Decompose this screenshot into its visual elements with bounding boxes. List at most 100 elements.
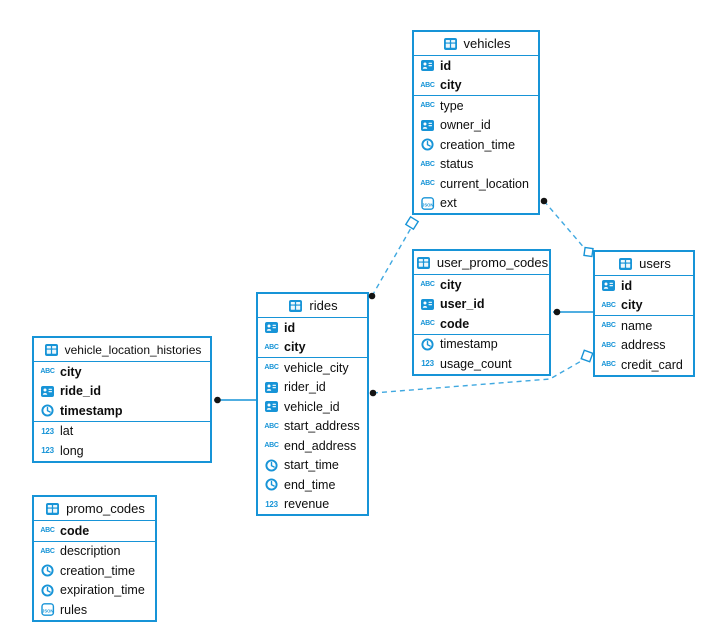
table-header[interactable]: vehicle_location_histories [34, 338, 210, 362]
json-icon: JSON [39, 603, 56, 617]
endpoint-dot [214, 396, 221, 404]
relationship-rides-vehicles[interactable] [371, 227, 412, 297]
column-name: vehicle_id [284, 399, 340, 414]
key-separator [34, 420, 210, 422]
text-type-icon: ABC [264, 364, 279, 372]
time-icon [39, 584, 56, 597]
text-type-icon: ABC [40, 547, 55, 555]
column-name: city [440, 78, 462, 93]
column-name: creation_time [60, 563, 136, 578]
table-icon [44, 503, 61, 515]
column-row[interactable]: ABC description [34, 542, 155, 562]
column-row[interactable]: ABC end_address [258, 436, 367, 456]
column-row[interactable]: vehicle_id [258, 397, 367, 417]
text-type-icon: ABC [601, 322, 616, 330]
table-header[interactable]: vehicles [414, 32, 538, 56]
time-icon [263, 459, 280, 472]
column-row[interactable]: ABC city [595, 296, 693, 316]
column-row[interactable]: id [414, 56, 538, 76]
text-type-icon: ABC [420, 102, 435, 110]
key-separator [258, 357, 367, 358]
endpoint-dot [540, 197, 548, 205]
column-row[interactable]: ABC city [258, 338, 367, 358]
table-header[interactable]: promo_codes [34, 497, 155, 521]
column-row[interactable]: id [258, 318, 367, 338]
key-separator [34, 540, 155, 542]
column-name: code [60, 523, 90, 538]
column-row[interactable]: ABC name [595, 316, 693, 336]
relationship-vehicles-users[interactable] [543, 200, 587, 251]
column-row[interactable]: end_time [258, 475, 367, 495]
table-header[interactable]: user_promo_codes [414, 251, 549, 275]
id-icon [419, 299, 436, 310]
column-row[interactable]: ABC current_location [414, 174, 538, 194]
table-icon [43, 344, 60, 356]
table-user-promo-codes[interactable]: user_promo_codes ABC city user_id ABC co… [412, 249, 551, 376]
column-row[interactable]: ABC credit_card [595, 355, 693, 375]
column-name: timestamp [440, 337, 498, 352]
endpoint-square [583, 246, 594, 258]
text-type-icon: ABC [264, 343, 279, 351]
id-icon [39, 386, 56, 397]
endpoint-dot [553, 308, 561, 316]
time-icon [419, 338, 436, 351]
column-row[interactable]: ABC code [414, 314, 549, 334]
column-row[interactable]: creation_time [414, 135, 538, 155]
column-row[interactable]: JSON rules [34, 600, 155, 620]
svg-text:JSON: JSON [421, 202, 432, 207]
number-type-icon: 123 [41, 426, 54, 436]
column-row[interactable]: user_id [414, 295, 549, 315]
table-vehicles[interactable]: vehicles id ABC city ABC type owner_id c… [412, 30, 540, 215]
column-row[interactable]: ABC code [34, 521, 155, 541]
time-icon [419, 138, 436, 151]
column-row[interactable]: id [595, 276, 693, 296]
column-row[interactable]: 123 usage_count [414, 354, 549, 374]
svg-text:JSON: JSON [41, 609, 52, 614]
table-header[interactable]: users [595, 252, 693, 276]
text-type-icon: ABC [420, 320, 435, 328]
key-separator [414, 333, 549, 335]
column-name: city [440, 277, 462, 292]
column-row[interactable]: rider_id [258, 378, 367, 398]
column-row[interactable]: creation_time [34, 561, 155, 581]
column-name: expiration_time [60, 583, 145, 598]
column-name: name [621, 318, 653, 333]
table-header[interactable]: rides [258, 294, 367, 318]
table-promo-codes[interactable]: promo_codes ABC code ABC description cre… [32, 495, 157, 622]
column-name: revenue [284, 497, 330, 512]
column-row[interactable]: ABC start_address [258, 417, 367, 437]
column-row[interactable]: ABC type [414, 96, 538, 116]
column-name: user_id [440, 297, 485, 312]
column-row[interactable]: timestamp [34, 401, 210, 421]
column-name: id [284, 320, 296, 335]
column-name: timestamp [60, 403, 123, 418]
column-name: city [621, 298, 643, 313]
column-row[interactable]: JSON ext [414, 194, 538, 214]
column-row[interactable]: owner_id [414, 116, 538, 136]
column-row[interactable]: ABC city [414, 76, 538, 96]
column-row[interactable]: 123 revenue [258, 495, 367, 515]
column-row[interactable]: ABC city [414, 275, 549, 295]
column-row[interactable]: 123 long [34, 441, 210, 461]
column-row[interactable]: expiration_time [34, 581, 155, 601]
id-icon [263, 382, 280, 393]
column-row[interactable]: ABC vehicle_city [258, 358, 367, 378]
column-name: current_location [440, 176, 529, 191]
column-name: long [60, 443, 84, 458]
text-type-icon: ABC [420, 81, 435, 89]
table-vehicle-location-histories[interactable]: vehicle_location_histories ABC city ride… [32, 336, 212, 463]
id-icon [600, 280, 617, 291]
table-users[interactable]: users id ABC city ABC name ABC address A… [593, 250, 695, 377]
column-row[interactable]: timestamp [414, 335, 549, 355]
column-row[interactable]: ABC city [34, 362, 210, 382]
table-rides[interactable]: rides id ABC city ABC vehicle_city rider… [256, 292, 369, 516]
column-row[interactable]: 123 lat [34, 422, 210, 442]
table-title: vehicles [463, 36, 511, 51]
column-name: owner_id [440, 118, 491, 133]
column-row[interactable]: ride_id [34, 382, 210, 402]
column-row[interactable]: ABC address [595, 336, 693, 356]
column-name: credit_card [621, 357, 683, 372]
column-row[interactable]: start_time [258, 456, 367, 476]
column-name: start_time [284, 458, 339, 473]
column-row[interactable]: ABC status [414, 155, 538, 175]
